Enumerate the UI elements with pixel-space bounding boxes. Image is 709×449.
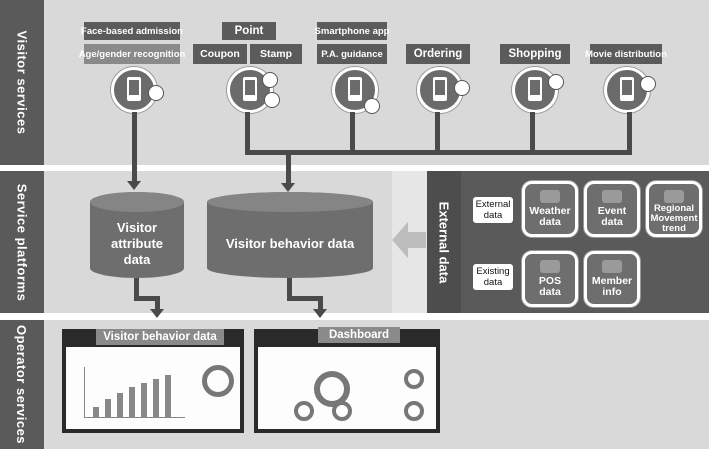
behavior-down-connector [287, 278, 292, 298]
restroom-icon [364, 98, 380, 114]
dashboard-donut-4 [404, 369, 424, 389]
movie-distribution-label: Movie distribution [585, 44, 667, 64]
attr-right-connector [134, 296, 160, 301]
operator-services-label: Operator services [0, 320, 44, 449]
attr-down-connector [134, 278, 139, 298]
film-icon [640, 76, 656, 92]
behavior-data-text: Visitor behavior data [225, 236, 355, 251]
ordering-stem [435, 112, 440, 154]
point-stem [245, 112, 250, 154]
face-arrowhead [127, 181, 141, 190]
external-data-sidebar: External data [427, 171, 461, 313]
shopping-stem [530, 112, 535, 154]
face-connector [132, 112, 137, 182]
behavior-op-arrowhead [313, 309, 327, 318]
pa-guidance-label: P.A. guidance [317, 44, 387, 64]
smartphone-stem [350, 112, 355, 154]
external-inflow-arrow [392, 222, 426, 258]
calendar-icon [602, 190, 622, 203]
stamp-icon [264, 92, 280, 108]
register-icon [540, 260, 560, 273]
dashboard-donut-2 [294, 401, 314, 421]
dashboard-donut-5 [404, 401, 424, 421]
point-label: Point [222, 22, 276, 40]
screen1-donut [202, 365, 234, 397]
attr-down2-connector [155, 296, 160, 310]
behavior-arrowhead [281, 183, 295, 192]
face-admission-label: Face-based admission [81, 22, 183, 40]
attr-line-2: attribute [111, 236, 163, 251]
shopping-label: Shopping [500, 44, 570, 64]
behavior-right-connector [287, 296, 323, 301]
behavior-connector [286, 150, 291, 184]
member-card-icon [602, 260, 622, 273]
screen2-title: Dashboard [318, 327, 400, 343]
dashboard-main-donut [314, 371, 350, 407]
smartphone-app-label: Smartphone app [315, 22, 389, 40]
external-data-title: External data [436, 201, 452, 283]
visitor-attribute-cylinder: Visitor attribute data [90, 192, 184, 278]
ordering-label: Ordering [406, 44, 470, 64]
camera-icon [148, 85, 164, 101]
shopping-app-icon [512, 67, 558, 113]
horizontal-bus [245, 150, 632, 155]
movie-stem [627, 112, 632, 154]
dashboard-donut-3 [332, 401, 352, 421]
visitor-behavior-cylinder: Visitor behavior data [207, 192, 373, 278]
behavior-down2-connector [318, 296, 323, 310]
face-recognition-icon [111, 67, 157, 113]
stamp-label: Stamp [250, 44, 302, 64]
cart-icon [548, 74, 564, 90]
map-icon [664, 190, 684, 203]
screen1-bar-chart [84, 367, 185, 418]
behavior-data-screen [62, 329, 244, 433]
dashboard-screen [254, 329, 440, 433]
coupon-label: Coupon [193, 44, 247, 64]
coupon-icon [262, 72, 278, 88]
visitor-services-label: Visitor services [0, 0, 44, 165]
age-gender-label: Age/gender recognition [79, 44, 185, 64]
service-platforms-label: Service platforms [0, 171, 44, 313]
weather-icon [540, 190, 560, 203]
attr-arrowhead [150, 309, 164, 318]
food-icon [454, 80, 470, 96]
attr-line-1: Visitor [116, 220, 158, 235]
screen1-title: Visitor behavior data [96, 329, 224, 345]
attr-line-3: data [123, 252, 151, 267]
